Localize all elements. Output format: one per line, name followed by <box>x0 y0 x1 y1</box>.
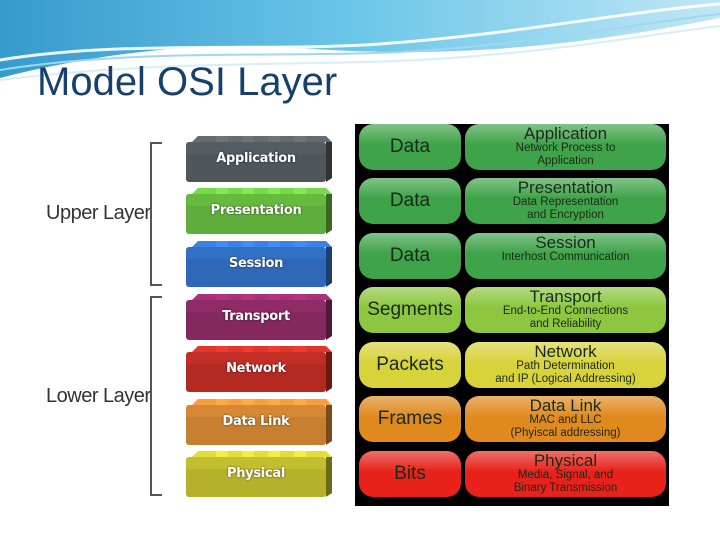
layer-name: Data Link <box>529 396 602 415</box>
pdu-cell: Frames <box>359 396 461 442</box>
layer-description: End-to-End Connections <box>502 305 629 317</box>
layer-description: Interhost Communication <box>501 251 630 263</box>
osi-stack-diagram: Upper Layer Lower Layer Application Pres… <box>38 124 354 512</box>
layer-description: (Phyiscal addressing) <box>510 427 621 439</box>
stack-block-network: Network <box>186 346 338 392</box>
layer-name: Presentation <box>517 178 614 197</box>
layer-name: Session <box>535 233 596 252</box>
layer-description: Media, Signal, and <box>517 469 614 481</box>
stack-block-presentation: Presentation <box>186 188 338 234</box>
stack-block-label: Physical <box>227 466 285 481</box>
stack-block-label: Transport <box>222 309 290 324</box>
layer-description: Data Representation <box>512 196 619 208</box>
pdu-cell: Data <box>359 233 461 279</box>
layer-description: and Reliability <box>529 318 602 330</box>
pdu-cell: Data <box>359 178 461 224</box>
lower-layer-bracket <box>150 296 162 496</box>
layer-description: Path Determination <box>516 360 615 372</box>
stack-block-data-link: Data Link <box>186 399 338 445</box>
pdu-cell: Packets <box>359 342 461 388</box>
stack-block-transport: Transport <box>186 294 338 340</box>
stack-block-label: Data Link <box>222 414 290 429</box>
pdu-cell: Bits <box>359 451 461 497</box>
layer-name: Transport <box>529 287 602 306</box>
stack-block-label: Session <box>228 256 284 271</box>
pdu-cell: Data <box>359 124 461 170</box>
layer-name: Application <box>523 124 608 143</box>
layer-name: Network <box>534 342 597 361</box>
pdu-cell: Segments <box>359 287 461 333</box>
lower-layer-label: Lower Layer <box>46 385 151 407</box>
layer-description: Binary Transmission <box>513 482 618 494</box>
decorative-banner <box>0 0 720 81</box>
layer-description: and Encryption <box>527 209 604 221</box>
layer-description: Network Process to <box>515 142 616 154</box>
stack-block-application: Application <box>186 136 338 182</box>
stack-block-session: Session <box>186 241 338 287</box>
slide-title: Model OSI Layer <box>37 60 338 104</box>
layer-description: and IP (Logical Addressing) <box>495 373 636 385</box>
upper-layer-bracket <box>150 142 162 286</box>
layer-description: Application <box>537 155 594 167</box>
layer-name: Physical <box>533 451 598 470</box>
stack-block-physical: Physical <box>186 451 338 497</box>
stack-block-label: Application <box>216 151 296 166</box>
upper-layer-label: Upper Layer <box>46 202 151 224</box>
layer-description: MAC and LLC <box>529 414 602 426</box>
stack-block-label: Presentation <box>210 203 302 218</box>
stack-block-label: Network <box>226 361 286 376</box>
